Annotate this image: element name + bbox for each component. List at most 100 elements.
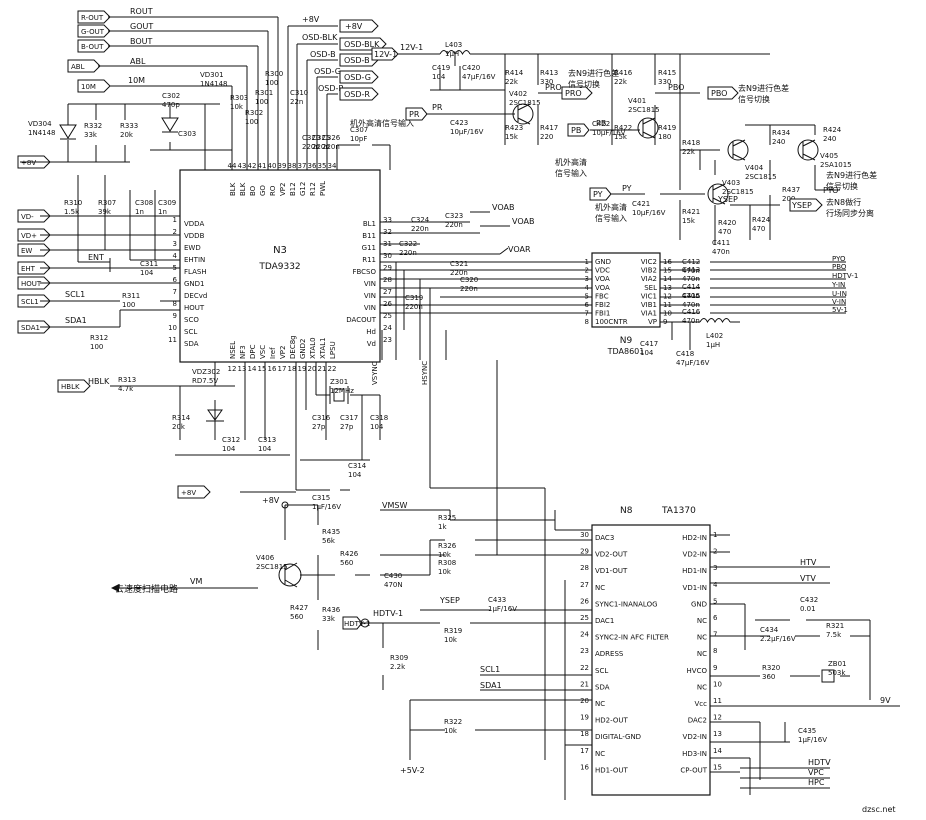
- net-abl: ABL: [130, 57, 146, 66]
- tag-pro: PRO: [561, 86, 593, 100]
- net-py: PY: [622, 184, 632, 193]
- svg-text:HDTV-1: HDTV-1: [832, 272, 858, 280]
- svg-text:R435: R435: [322, 528, 340, 536]
- svg-text:C432: C432: [800, 596, 818, 604]
- n9-out-vin: V-IN: [660, 298, 846, 306]
- svg-text:R314: R314: [172, 414, 191, 422]
- svg-text:R310: R310: [64, 199, 82, 207]
- n3-top-labels: ROUT GOUT BOUT ABL +8V OSD-BLK OSD-B OSD…: [65, 7, 344, 386]
- svg-text:BO: BO: [249, 185, 257, 196]
- crystal-z301: [329, 386, 349, 404]
- svg-text:C324: C324: [411, 216, 430, 224]
- svg-text:11: 11: [168, 336, 177, 344]
- svg-text:C423: C423: [450, 119, 468, 127]
- svg-text:VOA: VOA: [595, 284, 610, 292]
- svg-text:2: 2: [173, 228, 177, 236]
- svg-text:R300: R300: [265, 70, 283, 78]
- net-gout: GOUT: [130, 22, 153, 31]
- net-bout: BOUT: [130, 37, 153, 46]
- svg-text:104: 104: [432, 73, 446, 81]
- svg-text:33: 33: [383, 216, 392, 224]
- svg-text:DACOUT: DACOUT: [346, 316, 376, 324]
- svg-text:22k: 22k: [682, 148, 696, 156]
- svg-text:220n: 220n: [445, 221, 463, 229]
- tag-osd-blk: OSD-BLK: [339, 37, 387, 51]
- svg-text:26: 26: [580, 597, 589, 605]
- svg-text:C310: C310: [290, 89, 308, 97]
- svg-text:13: 13: [238, 365, 247, 373]
- connector-sda1: SDA1: [17, 320, 51, 334]
- ic-n8-ref: N8: [620, 506, 633, 516]
- tag-12v: 12V-1: [371, 47, 399, 61]
- tag-py: PY: [589, 187, 612, 201]
- svg-text:FBI1: FBI1: [595, 310, 610, 318]
- svg-text:FBCSO: FBCSO: [352, 268, 376, 276]
- svg-text:V401: V401: [628, 97, 646, 105]
- svg-text:V402: V402: [509, 90, 527, 98]
- ic-n8-part: TA1370: [661, 506, 696, 516]
- svg-text:VIN: VIN: [364, 292, 376, 300]
- svg-text:200: 200: [782, 195, 795, 203]
- svg-text:R326: R326: [438, 542, 457, 550]
- annotations: 机外高清信号输入 去N9进行色差信号切换 去N9进行色差信号切换 机外高清信号输…: [111, 68, 877, 595]
- svg-text:12: 12: [713, 714, 722, 722]
- svg-text:1μF/16V: 1μF/16V: [488, 605, 517, 613]
- svg-text:37: 37: [298, 162, 307, 170]
- svg-text:560: 560: [290, 613, 303, 621]
- svg-text:2.2k: 2.2k: [390, 663, 406, 671]
- net-12v: 12V-1: [400, 43, 423, 52]
- svg-text:VP: VP: [648, 318, 657, 326]
- svg-text:25: 25: [580, 614, 589, 622]
- svg-text:15k: 15k: [682, 217, 696, 225]
- svg-text:2SC1815: 2SC1815: [256, 563, 288, 571]
- svg-text:VD2-OUT: VD2-OUT: [595, 551, 628, 559]
- svg-text:U-IN: U-IN: [832, 290, 847, 298]
- zener-vdz302: [206, 409, 224, 422]
- svg-text:C422: C422: [592, 120, 610, 128]
- svg-text:PR: PR: [409, 110, 420, 119]
- svg-text:G11: G11: [362, 244, 376, 252]
- svg-text:36: 36: [308, 162, 317, 170]
- svg-text:240: 240: [772, 138, 785, 146]
- svg-text:EW: EW: [21, 247, 32, 255]
- svg-text:10k: 10k: [438, 568, 452, 576]
- svg-text:L402: L402: [706, 332, 723, 340]
- net-pro: PRO: [545, 83, 562, 92]
- svg-text:VIB1: VIB1: [641, 301, 657, 309]
- note-pbo-n9: 去N9进行色差信号切换: [738, 83, 789, 104]
- svg-text:C319: C319: [405, 294, 423, 302]
- svg-text:33k: 33k: [84, 131, 98, 139]
- svg-text:PB: PB: [571, 126, 581, 135]
- svg-text:7: 7: [713, 631, 717, 639]
- svg-text:ZB01: ZB01: [828, 660, 847, 668]
- svg-text:23: 23: [383, 336, 392, 344]
- connector-abl: ABL: [67, 59, 101, 73]
- net-osd-g: OSD-G: [314, 67, 341, 76]
- svg-text:VP2: VP2: [279, 346, 287, 359]
- svg-text:12MHz: 12MHz: [330, 387, 354, 395]
